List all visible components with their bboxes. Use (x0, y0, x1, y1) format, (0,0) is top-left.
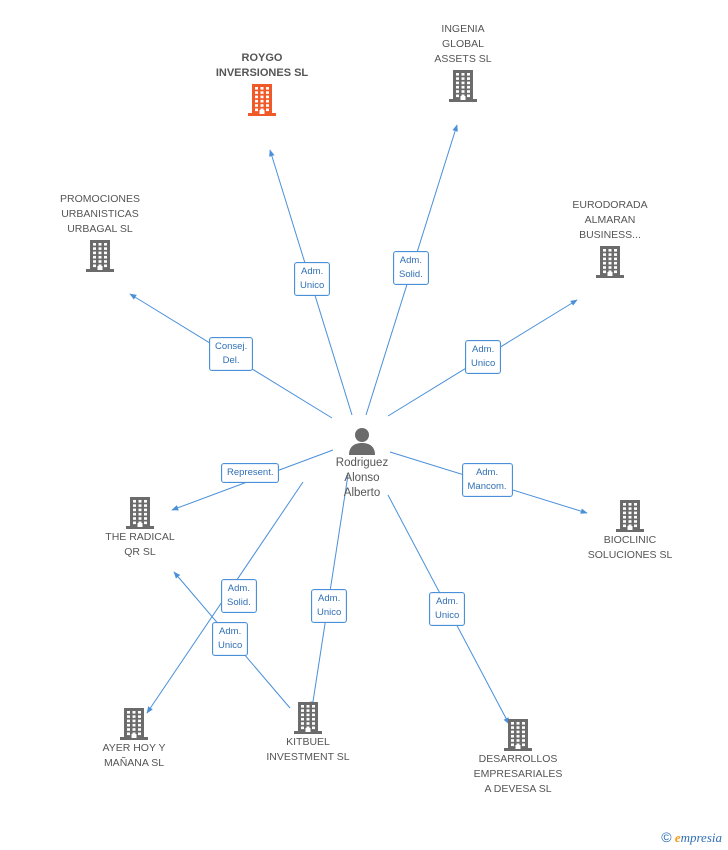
person-icon[interactable] (307, 426, 417, 456)
relation-label-line: Solid. (399, 269, 423, 280)
company-node-roygo[interactable]: ROYGO INVERSIONES SL (197, 51, 327, 117)
relation-label-line: Adm. (472, 344, 495, 355)
company-node-radical[interactable]: THE RADICAL QR SL (75, 494, 205, 560)
company-name-line: A DEVESA SL (484, 783, 552, 795)
company-name[interactable]: ROYGO INVERSIONES SL (197, 51, 327, 81)
company-name-line: PROMOCIONES (60, 193, 140, 205)
building-icon[interactable] (35, 239, 165, 273)
brand-text: mpresia (680, 830, 722, 845)
company-name-line: MAÑANA SL (103, 757, 165, 769)
person-name-line: Alonso (344, 472, 380, 484)
company-name[interactable]: PROMOCIONES URBANISTICAS URBAGAL SL (35, 192, 165, 237)
relation-label-line: Adm. (227, 583, 250, 594)
relation-label-line: Consej. (215, 341, 248, 352)
relation-label-kitbuel-ayer[interactable]: Adm. Solid. (221, 579, 257, 613)
relation-label-line: Solid. (227, 597, 251, 608)
building-icon[interactable] (69, 707, 199, 741)
company-name-line: SOLUCIONES SL (587, 549, 673, 561)
building-icon[interactable] (545, 245, 675, 279)
company-name-line: INVERSIONES SL (215, 67, 309, 79)
company-node-kitbuel[interactable]: KITBUEL INVESTMENT SL (243, 699, 373, 765)
company-name-line: THE RADICAL (105, 531, 175, 543)
building-icon[interactable] (565, 499, 695, 533)
company-name[interactable]: EURODORADA ALMARAN BUSINESS... (545, 198, 675, 243)
company-node-desarrollos[interactable]: DESARROLLOS EMPRESARIALES A DEVESA SL (453, 716, 583, 797)
relation-label-promociones[interactable]: Consej. Del. (209, 337, 254, 371)
company-name[interactable]: BIOCLINIC SOLUCIONES SL (565, 533, 695, 563)
person-name-line: Rodriguez (335, 457, 389, 469)
company-name-line: BUSINESS... (579, 229, 641, 241)
relation-label-line: Adm. (399, 255, 422, 266)
company-node-eurodorada[interactable]: EURODORADA ALMARAN BUSINESS... (545, 198, 675, 279)
company-name-line: URBANISTICAS (61, 208, 139, 220)
building-icon[interactable] (197, 83, 327, 117)
company-name-line: EURODORADA (572, 199, 648, 211)
building-icon[interactable] (398, 69, 528, 103)
company-node-ingenia[interactable]: INGENIA GLOBAL ASSETS SL (398, 22, 528, 103)
relation-label-line: Del. (222, 355, 240, 366)
building-icon[interactable] (453, 718, 583, 752)
company-name[interactable]: DESARROLLOS EMPRESARIALES A DEVESA SL (453, 752, 583, 797)
relation-label-line: Unico (317, 607, 342, 618)
relation-label-bioclinic[interactable]: Adm. Mancom. (461, 463, 513, 497)
company-name-line: GLOBAL (441, 38, 485, 50)
company-name[interactable]: INGENIA GLOBAL ASSETS SL (398, 22, 528, 67)
company-node-promociones[interactable]: PROMOCIONES URBANISTICAS URBAGAL SL (35, 192, 165, 273)
company-name-line: BIOCLINIC (603, 534, 657, 546)
relation-label-line: Mancom. (467, 481, 507, 492)
relation-label-line: Adm. (475, 467, 499, 478)
relation-label-line: Unico (471, 358, 496, 369)
company-name-line: URBAGAL SL (67, 223, 133, 235)
relation-label-line: Represent. (227, 467, 274, 478)
company-name-line: KITBUEL (286, 736, 330, 748)
copyright-mark: © (661, 829, 672, 845)
relation-label-line: Adm. (301, 266, 324, 277)
relation-label-line: Adm. (436, 596, 459, 607)
empresia-brand[interactable]: © empresia (661, 829, 722, 846)
person-name-line: Alberto (343, 487, 381, 499)
relation-label-eurodorada[interactable]: Adm. Unico (465, 340, 502, 374)
relation-label-desarrollos[interactable]: Adm. Unico (429, 592, 466, 626)
building-icon[interactable] (75, 496, 205, 530)
company-name-line: AYER HOY Y (102, 742, 166, 754)
company-name-line: ROYGO (241, 52, 283, 64)
relation-label-roygo[interactable]: Adm. Unico (294, 262, 331, 296)
company-name-line: ALMARAN (584, 214, 636, 226)
company-node-bioclinic[interactable]: BIOCLINIC SOLUCIONES SL (565, 497, 695, 563)
company-name-line: ASSETS SL (434, 53, 492, 65)
building-icon[interactable] (243, 701, 373, 735)
company-name-line: INGENIA (441, 23, 485, 35)
company-name[interactable]: THE RADICAL QR SL (75, 530, 205, 560)
company-name[interactable]: AYER HOY Y MAÑANA SL (69, 741, 199, 771)
relation-label-line: Unico (218, 640, 243, 651)
relation-label-line: Unico (300, 280, 325, 291)
company-node-ayer[interactable]: AYER HOY Y MAÑANA SL (69, 705, 199, 771)
relation-label-radical[interactable]: Represent. (221, 463, 280, 483)
company-name-line: EMPRESARIALES (473, 768, 563, 780)
relation-label-ingenia[interactable]: Adm. Solid. (393, 251, 429, 285)
company-name[interactable]: KITBUEL INVESTMENT SL (243, 735, 373, 765)
company-name-line: QR SL (124, 546, 156, 558)
company-name-line: DESARROLLOS (478, 753, 558, 765)
relation-label-line: Adm. (219, 626, 242, 637)
company-name-line: INVESTMENT SL (266, 751, 350, 763)
relation-label-line: Adm. (318, 593, 341, 604)
relation-label-kitbuel-radical[interactable]: Adm. Unico (212, 622, 249, 656)
relation-label-line: Unico (435, 610, 460, 621)
brand-first-letter: e (674, 830, 681, 845)
relation-label-kitbuel[interactable]: Adm. Unico (311, 589, 348, 623)
